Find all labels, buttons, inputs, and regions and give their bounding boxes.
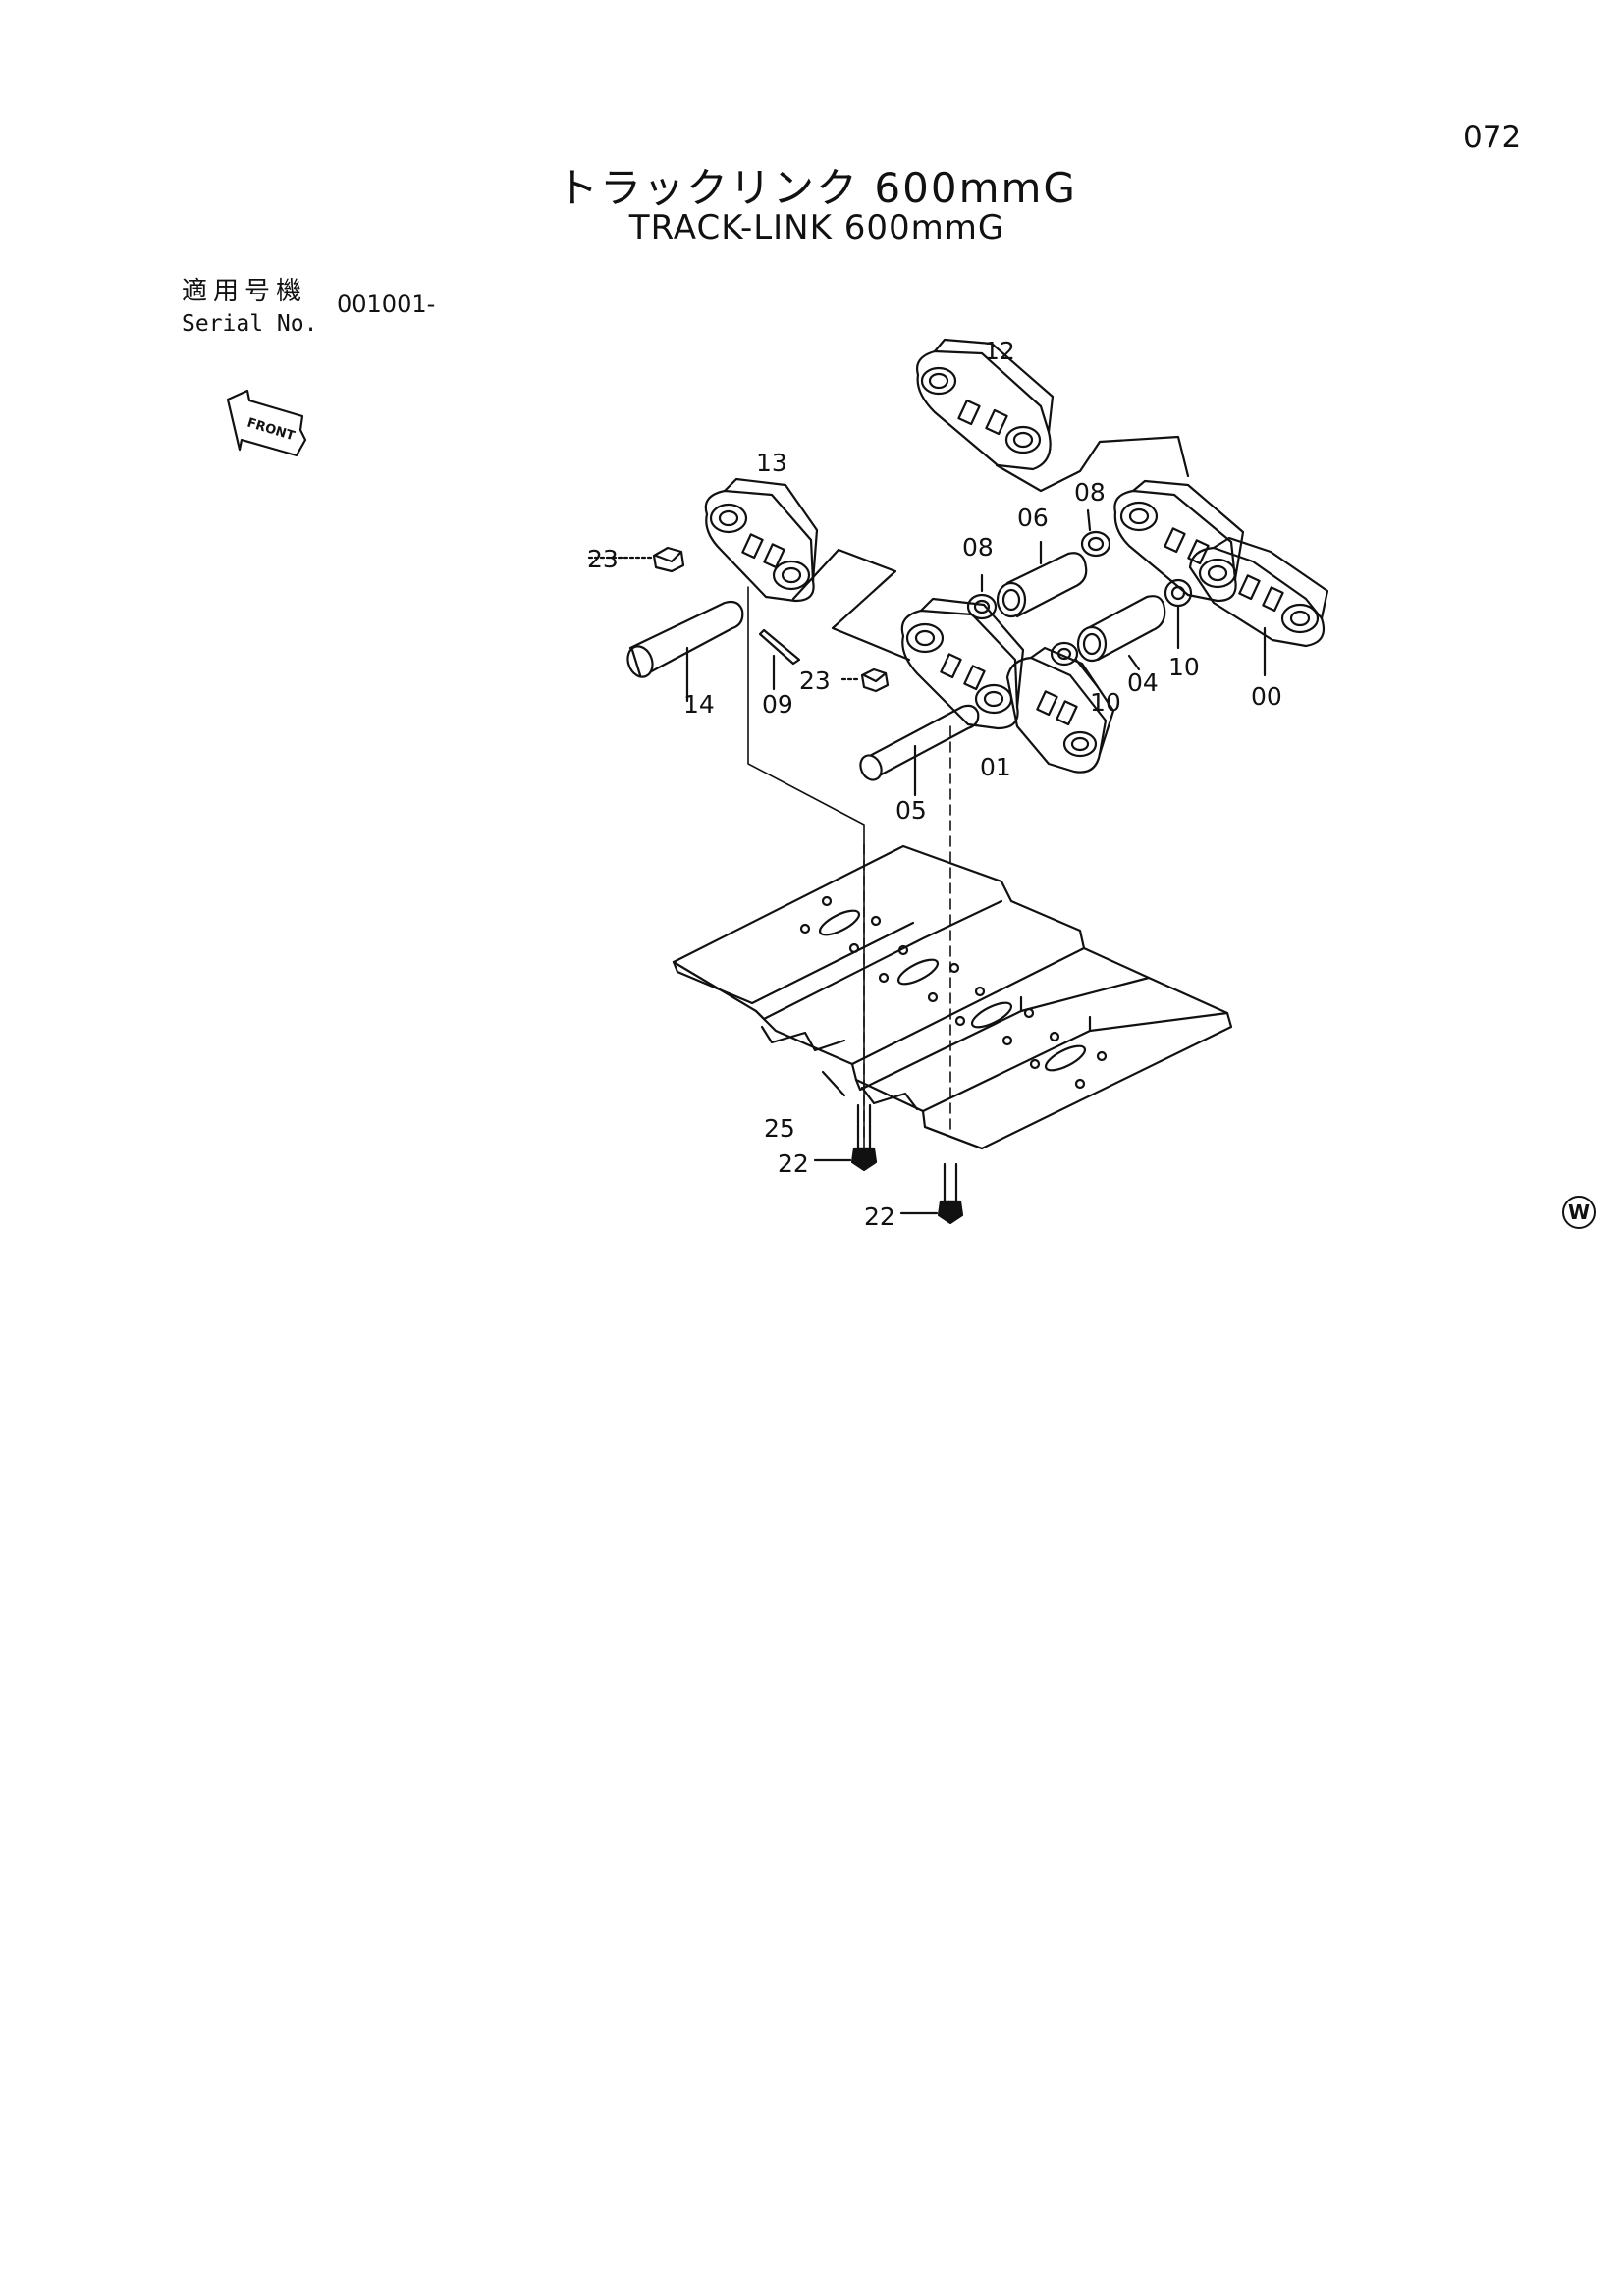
serial-label-japanese: 適用号機 — [182, 277, 308, 306]
callout-04: 04 — [1127, 668, 1159, 697]
callout-23-lower: 23 — [799, 667, 831, 695]
seal-10-left — [1050, 641, 1100, 689]
callout-06: 06 — [1017, 504, 1049, 532]
link-assembly-00 — [1113, 479, 1329, 677]
callout-22-left: 22 — [778, 1149, 809, 1178]
pin-05 — [859, 704, 980, 797]
link-01 — [900, 597, 1025, 730]
callout-08-upper: 08 — [1074, 478, 1106, 507]
master-link-12 — [916, 338, 1055, 471]
callout-14: 14 — [683, 690, 715, 719]
callout-01: 01 — [980, 753, 1011, 781]
callout-08-lower: 08 — [962, 533, 994, 561]
bushing-04 — [1076, 595, 1166, 671]
serial-label-english: Serial No. — [182, 311, 318, 337]
page-number: 072 — [1463, 120, 1522, 155]
callout-09: 09 — [762, 690, 793, 719]
seal-08-lower — [966, 573, 998, 620]
callout-22-right: 22 — [864, 1202, 895, 1231]
serial-number-value: 001001- — [337, 291, 436, 318]
master-link-13 — [704, 477, 819, 603]
serial-label-block: 適用号機 Serial No. — [182, 271, 317, 337]
callout-10-left: 10 — [1090, 688, 1121, 717]
front-arrow-icon: FRONT — [226, 389, 307, 457]
nut-23-upper — [587, 546, 685, 573]
master-pin-14 — [626, 600, 744, 703]
bushing-06 — [996, 540, 1088, 618]
w-marker-icon: W — [1562, 1196, 1596, 1229]
cotter-pin-09 — [758, 628, 801, 691]
callout-05: 05 — [895, 796, 927, 825]
callout-12: 12 — [984, 337, 1015, 365]
callout-00: 00 — [1251, 682, 1282, 711]
track-shoes-25 — [672, 844, 1233, 1150]
callout-10-right: 10 — [1168, 653, 1200, 681]
callout-13: 13 — [756, 449, 787, 477]
title-japanese: トラックリンク 600mmG — [557, 164, 1077, 212]
callout-23-upper: 23 — [587, 545, 619, 573]
seal-10-right — [1164, 578, 1193, 650]
link-01-paired — [1005, 646, 1115, 774]
shoe-bolt-22-right — [899, 1162, 964, 1225]
shoe-bolt-22-left — [813, 1103, 878, 1172]
title-english: TRACK-LINK 600mmG — [628, 208, 1005, 247]
seal-08-upper — [1080, 508, 1111, 558]
nut-23-lower — [840, 667, 890, 693]
callout-25: 25 — [764, 1114, 795, 1143]
